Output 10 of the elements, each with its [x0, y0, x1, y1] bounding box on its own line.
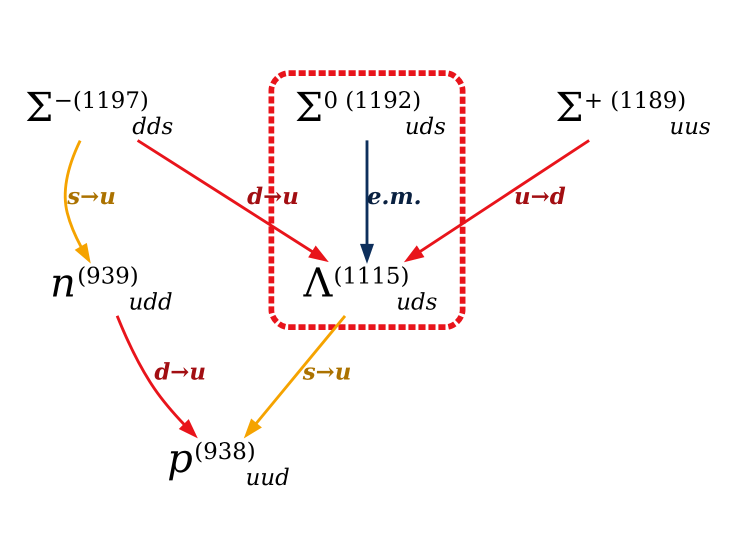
edge-label: d→u: [247, 184, 299, 210]
arrow: [136, 138, 329, 262]
arrow: [116, 314, 198, 438]
arrow: [404, 138, 590, 262]
edge-label: u→d: [514, 184, 566, 210]
edge-label: d→u: [154, 359, 206, 386]
arrow: [360, 140, 374, 264]
arrow: [64, 140, 91, 264]
edge-label: s→u: [67, 184, 116, 210]
edge-label: s→u: [302, 359, 352, 386]
